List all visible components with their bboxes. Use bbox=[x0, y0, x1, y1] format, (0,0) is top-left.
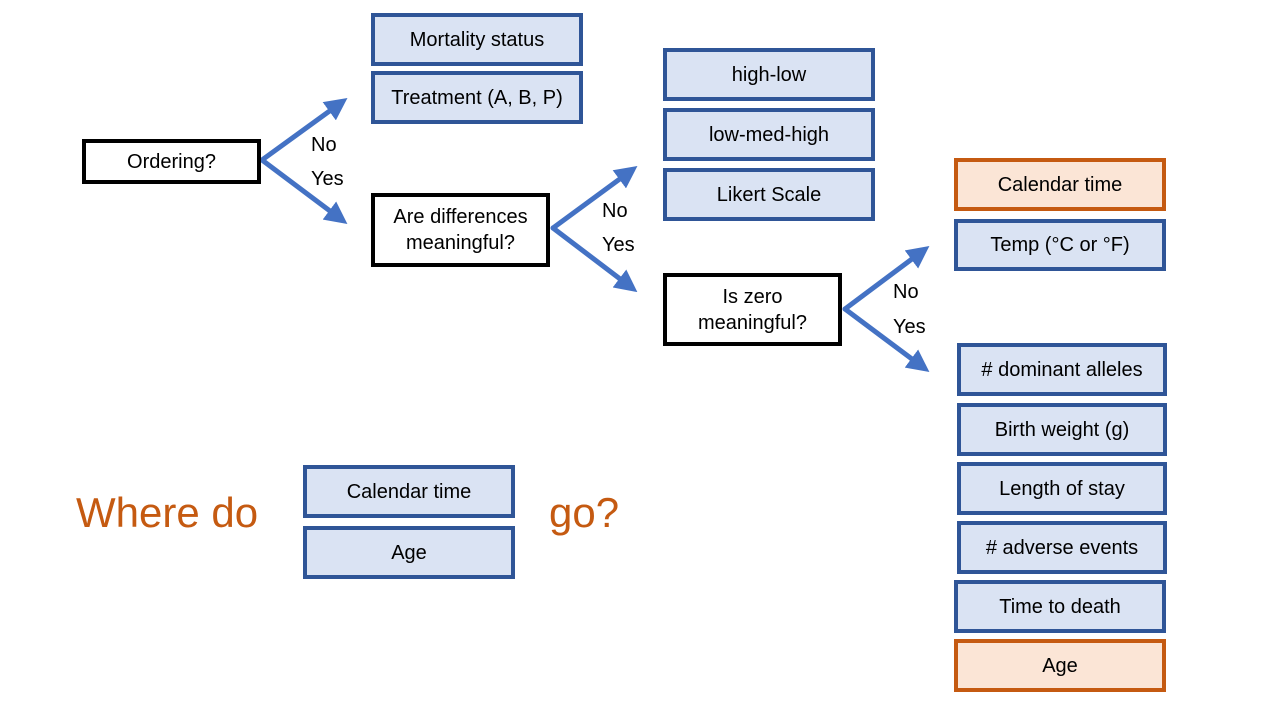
example-text: # dominant alleles bbox=[981, 358, 1143, 381]
example-text: Treatment (A, B, P) bbox=[391, 86, 563, 109]
label-zero-no: No bbox=[893, 281, 919, 303]
arrow-zero-yes bbox=[842, 306, 930, 373]
example-text: Likert Scale bbox=[716, 183, 822, 206]
label-differences-no: No bbox=[602, 200, 628, 222]
example-text: Birth weight (g) bbox=[994, 418, 1130, 441]
interval-example-highlighted: Calendar time bbox=[954, 158, 1166, 211]
ordinal-example: low-med-high bbox=[663, 108, 875, 161]
example-text: Length of stay bbox=[999, 477, 1125, 500]
example-text: Mortality status bbox=[409, 28, 545, 51]
ratio-example: Time to death bbox=[954, 580, 1166, 633]
arrow-differences-yes bbox=[550, 225, 638, 293]
arrow-ordering-no bbox=[259, 98, 348, 163]
arrow-zero-no bbox=[842, 245, 930, 312]
example-text: Time to death bbox=[999, 595, 1121, 618]
prompt-item-text: Calendar time bbox=[346, 480, 472, 503]
example-text: Age bbox=[1042, 654, 1078, 677]
prompt-prefix: Where do bbox=[76, 489, 259, 536]
prompt-item: Calendar time bbox=[303, 465, 515, 518]
ratio-example: Length of stay bbox=[957, 462, 1167, 515]
label-differences-yes: Yes bbox=[602, 234, 635, 256]
example-text: low-med-high bbox=[708, 123, 830, 146]
nominal-example: Treatment (A, B, P) bbox=[371, 71, 583, 124]
prompt-suffix: go? bbox=[549, 489, 620, 536]
ratio-example: # adverse events bbox=[957, 521, 1167, 574]
ordinal-example: Likert Scale bbox=[663, 168, 875, 221]
prompt-item-text: Age bbox=[391, 541, 427, 564]
interval-example: Temp (°C or °F) bbox=[954, 219, 1166, 271]
question-ordering: Ordering? bbox=[82, 139, 261, 184]
ratio-example: # dominant alleles bbox=[957, 343, 1167, 396]
example-text: Temp (°C or °F) bbox=[990, 234, 1130, 256]
question-differences: Are differences meaningful? bbox=[371, 193, 550, 267]
arrow-differences-no bbox=[550, 166, 638, 231]
question-differences-text: Are differences meaningful? bbox=[393, 206, 528, 254]
ratio-example-highlighted: Age bbox=[954, 639, 1166, 692]
example-text: high-low bbox=[731, 63, 807, 86]
ratio-example: Birth weight (g) bbox=[957, 403, 1167, 456]
nominal-example: Mortality status bbox=[371, 13, 583, 66]
arrow-ordering-yes bbox=[259, 157, 348, 225]
question-zero: Is zero meaningful? bbox=[663, 273, 842, 346]
question-zero-text: Is zero meaningful? bbox=[698, 285, 807, 334]
example-text: # adverse events bbox=[985, 536, 1139, 559]
example-text: Calendar time bbox=[997, 173, 1123, 196]
label-zero-yes: Yes bbox=[893, 316, 926, 338]
label-ordering-yes: Yes bbox=[311, 168, 344, 190]
label-ordering-no: No bbox=[311, 134, 337, 156]
ordinal-example: high-low bbox=[663, 48, 875, 101]
question-ordering-text: Ordering? bbox=[127, 150, 216, 173]
prompt-item: Age bbox=[303, 526, 515, 579]
